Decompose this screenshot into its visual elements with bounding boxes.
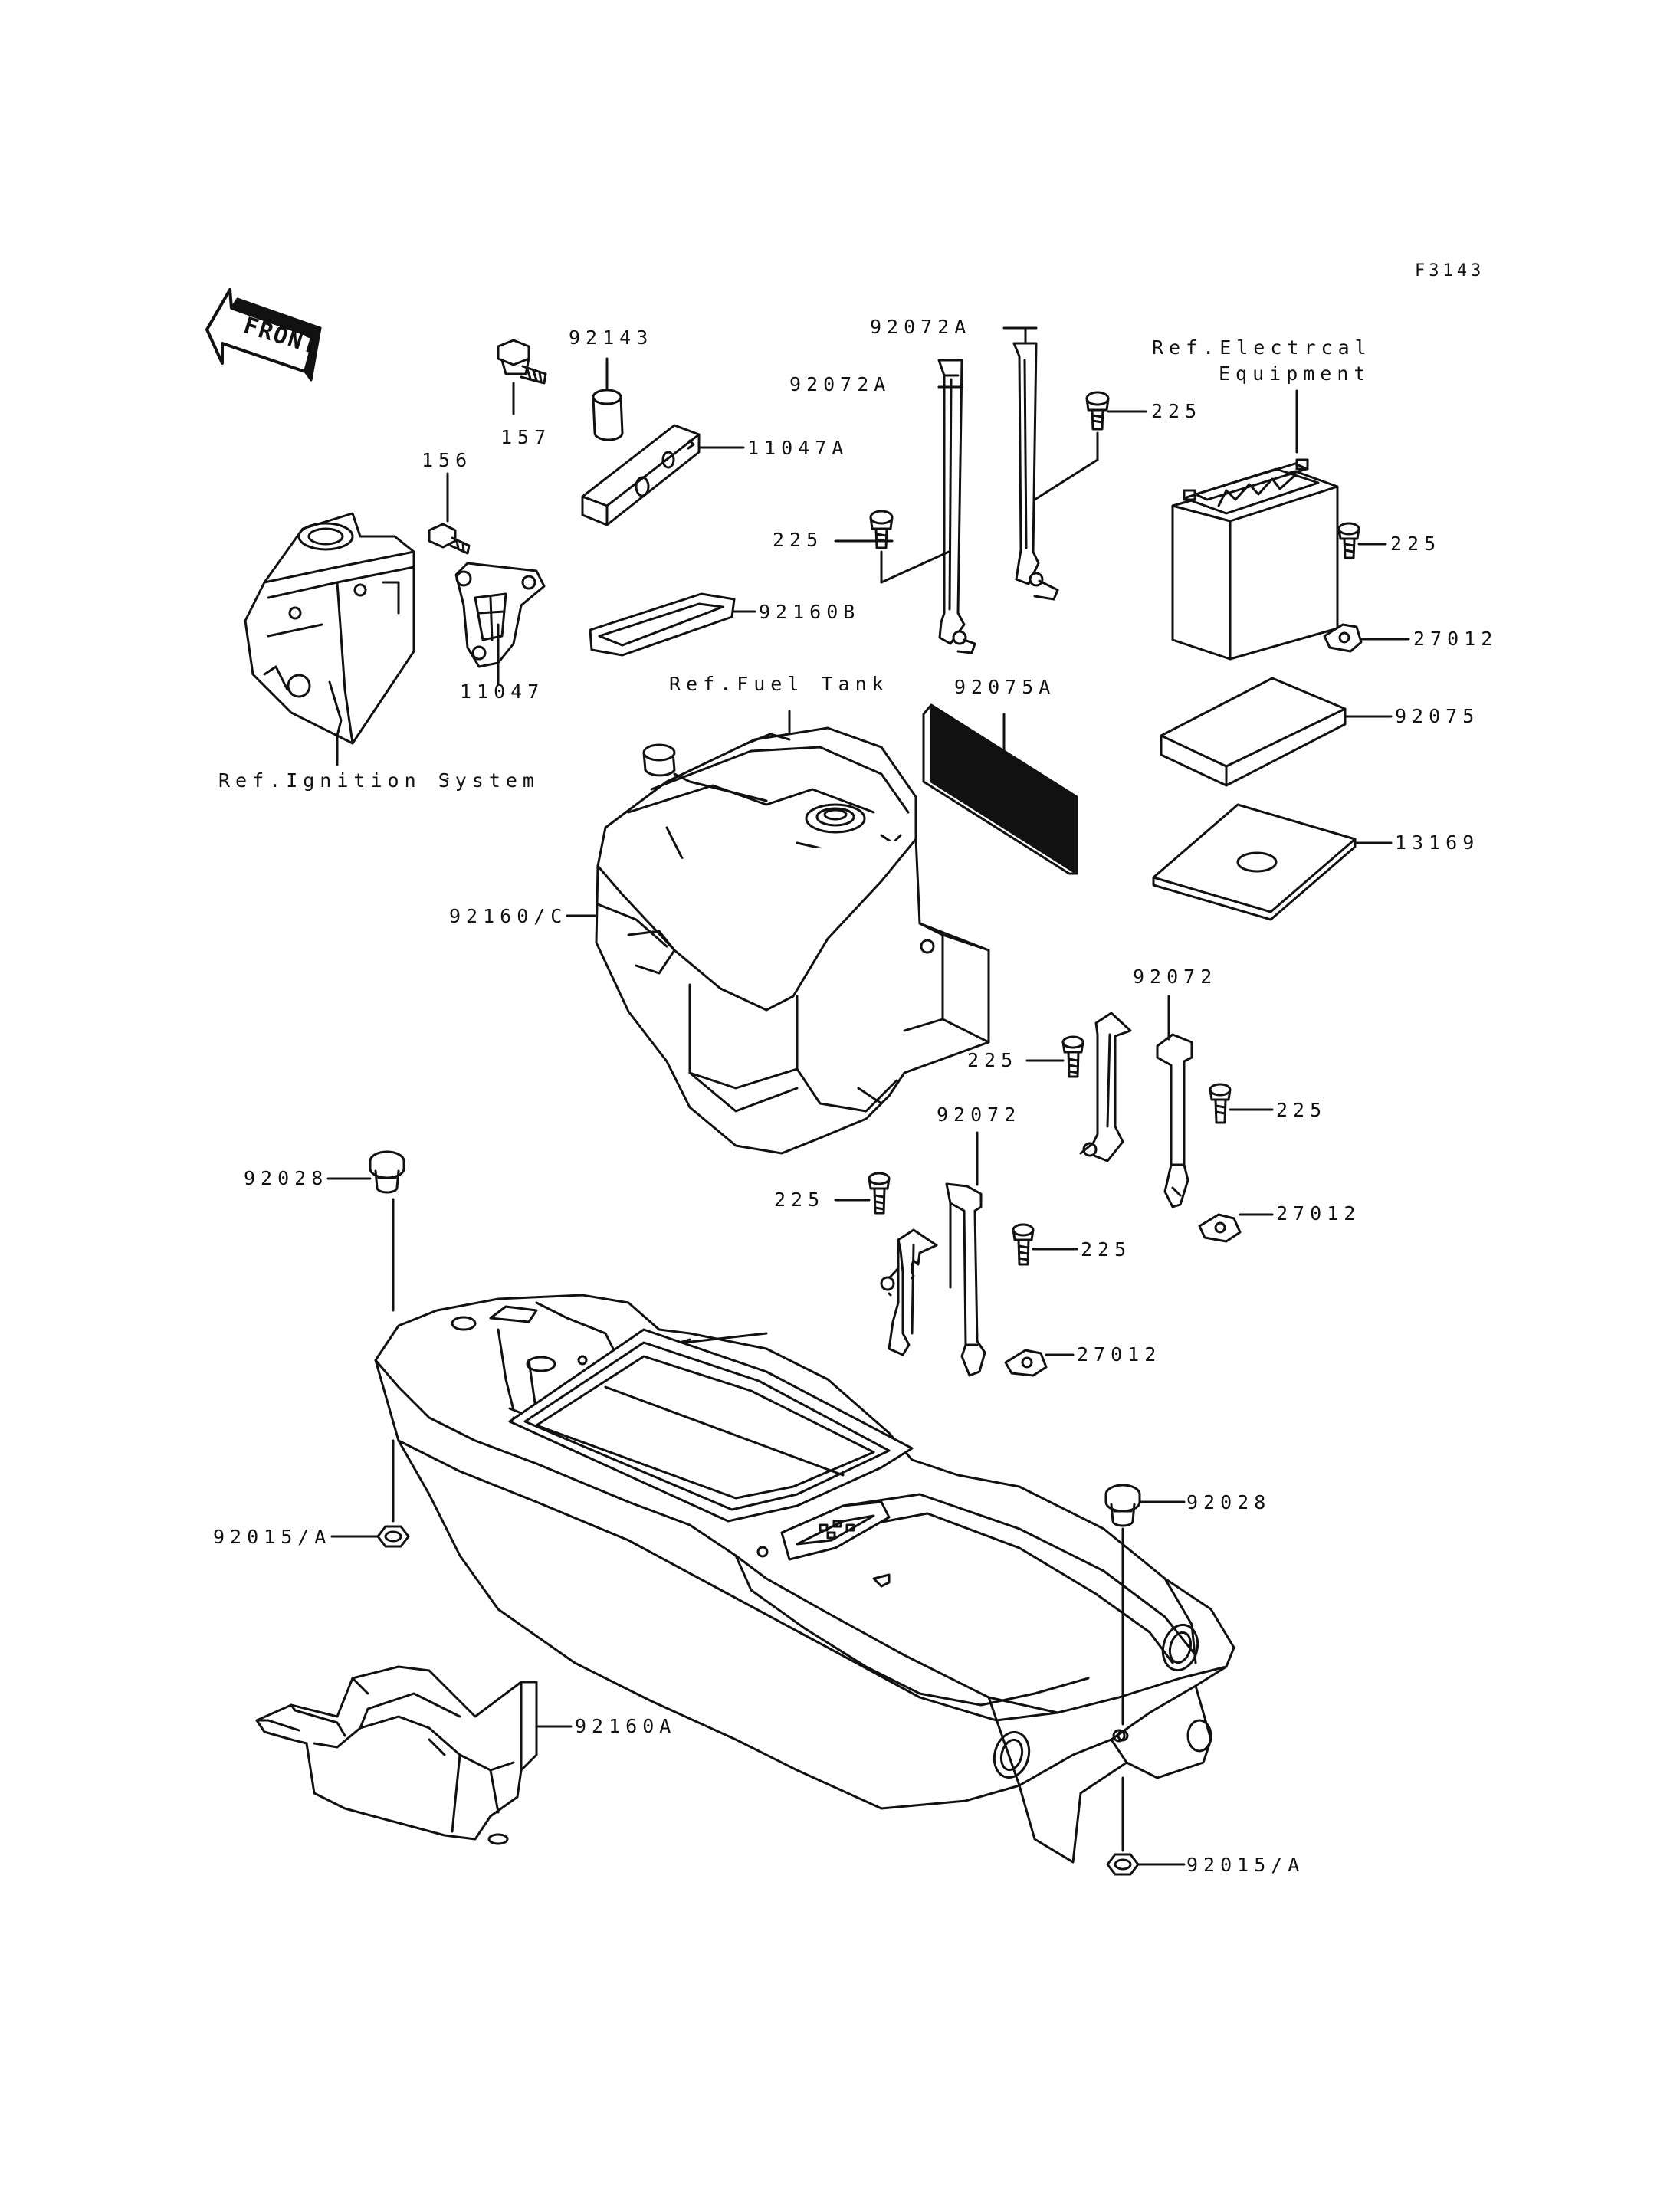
- ref-fuel-tank: Ref.Fuel Tank: [669, 673, 889, 695]
- part-label-92075: 92075: [1395, 705, 1480, 727]
- part-label-92028-a: 92028: [244, 1167, 329, 1189]
- clip-27012-c-drawing: [1004, 1349, 1075, 1377]
- bracket-11047A-drawing: [581, 424, 745, 526]
- cover-92160A-drawing: [255, 1665, 573, 1845]
- part-label-157: 157: [500, 426, 552, 448]
- ref-electrical-line1: Ref.Electrcal: [1152, 336, 1372, 359]
- part-label-92072A-left: 92072A: [789, 373, 891, 395]
- figure-code: F3143: [1415, 261, 1485, 280]
- plug-92028-a-drawing: [326, 1150, 405, 1312]
- screw-225-a-drawing: [834, 510, 894, 549]
- part-label-92160C: 92160/C: [449, 905, 568, 927]
- hull-control-panel-drawing: [756, 1500, 891, 1588]
- clip-27012-a-drawing: [1323, 623, 1410, 653]
- leader-225-a2: [880, 550, 950, 584]
- hull-seat-opening-drawing: [508, 1328, 914, 1523]
- ignition-box-drawing: [244, 512, 415, 766]
- part-label-225-g: 225: [1081, 1238, 1132, 1261]
- nut-92015A-a-drawing: [330, 1439, 410, 1548]
- strap-92072A-right-drawing: [1002, 326, 1059, 601]
- part-label-225-b: 225: [1151, 400, 1203, 422]
- screw-225-f-drawing: [834, 1172, 891, 1215]
- ref-ignition-system: Ref.Ignition System: [218, 769, 540, 792]
- part-label-11047: 11047: [460, 680, 545, 703]
- clip-27012-b-drawing: [1198, 1213, 1274, 1243]
- part-label-225-d: 225: [967, 1049, 1019, 1071]
- part-label-27012-b: 27012: [1276, 1202, 1361, 1225]
- plug-92028-b-drawing: [1104, 1484, 1186, 1742]
- front-arrow-icon: FRONT: [205, 288, 322, 382]
- pad-92075-drawing: [1160, 677, 1393, 787]
- bolt-157-drawing: [497, 339, 547, 415]
- screw-225-c-drawing: [1337, 522, 1387, 559]
- tank-tray-drawing: [566, 838, 990, 1155]
- screw-225-e-drawing: [1209, 1083, 1274, 1124]
- nut-92015A-b-drawing: [1106, 1776, 1186, 1876]
- part-label-92015A-b: 92015/A: [1186, 1854, 1305, 1876]
- screw-225-d-drawing: [1025, 1035, 1084, 1078]
- part-label-27012-a: 27012: [1413, 628, 1498, 650]
- part-label-225-e: 225: [1276, 1099, 1327, 1121]
- part-label-27012-c: 27012: [1077, 1343, 1162, 1366]
- part-label-92072A-right: 92072A: [870, 316, 972, 338]
- leader-225-b2: [1033, 458, 1099, 501]
- part-label-92015A-a: 92015/A: [213, 1526, 332, 1548]
- screw-225-g-drawing: [1012, 1223, 1078, 1266]
- collar-92143-drawing: [592, 357, 624, 441]
- strap-92072-upper-drawing: [1079, 995, 1193, 1208]
- part-label-92072-upper: 92072: [1133, 966, 1218, 988]
- part-label-92028-b: 92028: [1186, 1491, 1271, 1513]
- screw-225-b-drawing: [1085, 391, 1147, 431]
- bolt-156-drawing: [428, 472, 471, 555]
- part-label-225-a: 225: [773, 529, 824, 551]
- part-label-92160A: 92160A: [575, 1715, 677, 1737]
- part-label-225-f: 225: [774, 1189, 825, 1211]
- part-label-156: 156: [422, 449, 473, 471]
- part-label-225-c: 225: [1390, 533, 1442, 555]
- part-label-92160B: 92160B: [759, 601, 861, 623]
- part-label-92072-lower: 92072: [937, 1103, 1022, 1126]
- strap-92072A-left-drawing: [937, 359, 976, 654]
- sheet-92075A-drawing: [922, 703, 1078, 875]
- mat-92160B-drawing: [589, 592, 756, 657]
- battery-drawing: [1171, 389, 1339, 661]
- part-label-92143: 92143: [569, 326, 654, 349]
- part-label-92075A: 92075A: [954, 676, 1056, 698]
- bracket-11047-drawing: [454, 562, 546, 686]
- pad-13169-drawing: [1152, 803, 1393, 921]
- strap-92072-lower-drawing: [880, 1131, 986, 1377]
- part-label-11047A: 11047A: [747, 437, 849, 459]
- ref-electrical-line2: Equipment: [1219, 362, 1371, 385]
- part-label-13169: 13169: [1395, 831, 1480, 854]
